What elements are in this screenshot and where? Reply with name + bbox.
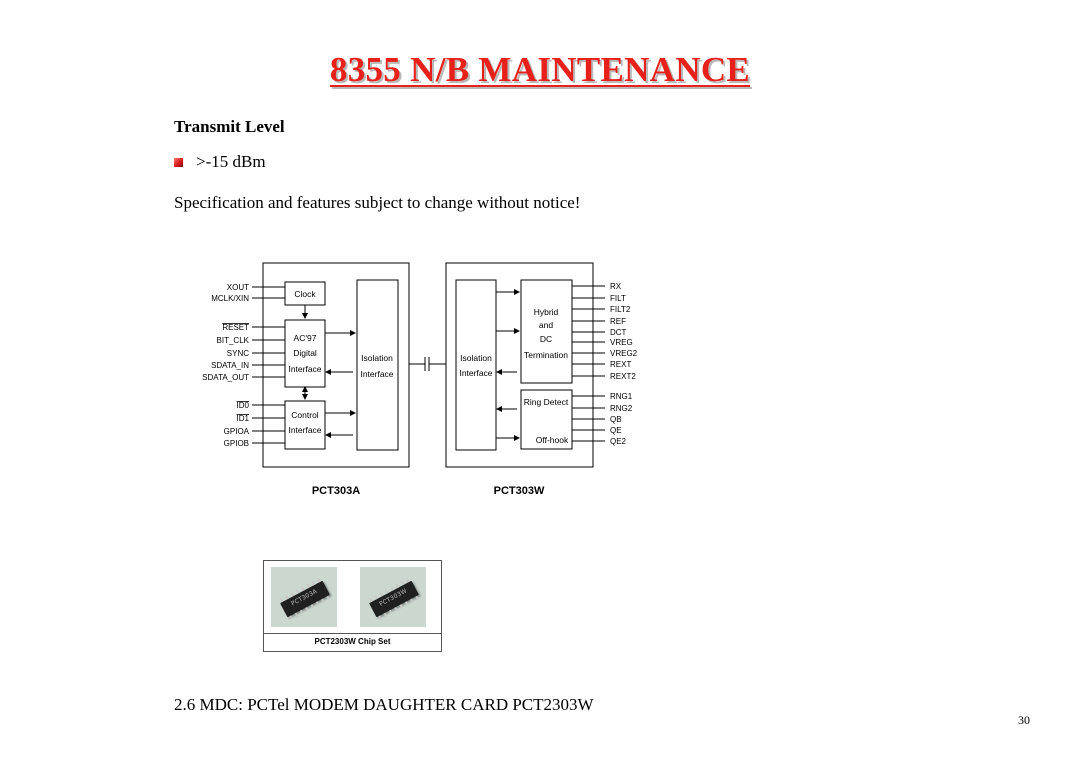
- right-pin-label: REF: [610, 317, 626, 326]
- right-pin-label: QB: [610, 415, 622, 424]
- right-pin-label: FILT2: [610, 305, 631, 314]
- pct303a-chip-marking: PCT303A: [290, 587, 319, 608]
- clock-label: Clock: [294, 289, 316, 299]
- right-pin-label: REXT: [610, 360, 631, 369]
- control-label-line1: Control: [291, 410, 319, 420]
- left-pin-label: SYNC: [227, 349, 249, 358]
- ac97-label-line1: AC'97: [294, 333, 317, 343]
- bullet-text: >-15 dBm: [196, 152, 266, 171]
- bullet-icon: [174, 158, 183, 167]
- hybrid-block: [520, 279, 573, 384]
- right-pin-label: FILT: [610, 294, 626, 303]
- left-pin-label: ID1: [237, 414, 250, 423]
- left-pin-label: GPIOA: [224, 427, 250, 436]
- ac97-label-line3: Interface: [288, 364, 321, 374]
- page-number: 30: [1018, 713, 1030, 727]
- isolation-w-label-line2: Interface: [459, 368, 492, 378]
- ring-detect-label: Ring Detect: [524, 397, 569, 407]
- pct303w-chip-box: [445, 262, 594, 468]
- isolation-a-label-line2: Interface: [360, 369, 393, 379]
- hybrid-label-line4: Termination: [524, 350, 568, 360]
- control-block: [284, 400, 326, 450]
- pct303w-chip-label: PCT303W: [494, 485, 545, 497]
- control-label-line2: Interface: [288, 425, 321, 435]
- right-pin-label: DCT: [610, 328, 627, 337]
- right-pin-label: VREG2: [610, 349, 638, 358]
- isolation-w-label-line1: Isolation: [460, 353, 492, 363]
- page-title: 8355 N/B MAINTENANCE: [329, 50, 751, 89]
- photo-caption: PCT2303W Chip Set: [314, 637, 391, 646]
- right-pin-label: RNG2: [610, 404, 633, 413]
- right-pin-label: QE2: [610, 437, 627, 446]
- notice-text: Specification and features subject to ch…: [174, 193, 581, 212]
- pct303w-chip-image: PCT303W: [360, 567, 426, 627]
- pct303a-chip-image: PCT303A: [271, 567, 337, 627]
- section-title: 2.6 MDC: PCTel MODEM DAUGHTER CARD PCT23…: [174, 695, 594, 714]
- left-pin-label: RESET: [222, 323, 249, 332]
- ac97-label-line2: Digital: [293, 348, 317, 358]
- right-pin-label: VREG: [610, 338, 633, 347]
- off-hook-label: Off-hook: [536, 435, 569, 445]
- left-pin-label: SDATA_IN: [211, 361, 249, 370]
- left-pin-label: ID0: [237, 401, 250, 410]
- left-pin-label: SDATA_OUT: [202, 373, 249, 382]
- hybrid-label-line2: and: [539, 320, 553, 330]
- left-pin-label: XOUT: [227, 283, 249, 292]
- left-pin-label: BIT_CLK: [217, 336, 250, 345]
- right-pin-label: QE: [610, 426, 622, 435]
- right-pin-label: REXT2: [610, 372, 636, 381]
- left-pin-label: MCLK/XIN: [211, 294, 249, 303]
- isolation-w-block: [455, 279, 497, 451]
- photo-divider: [264, 633, 441, 634]
- pct303a-chip-label: PCT303A: [312, 485, 360, 497]
- right-pin-label: RNG1: [610, 392, 633, 401]
- hybrid-label-line1: Hybrid: [534, 307, 559, 317]
- chipset-photo: PCT303A PCT303W PCT2303W Chip Set: [263, 560, 442, 652]
- pct303w-chip-marking: PCT303W: [378, 587, 409, 608]
- section-heading: Transmit Level: [174, 117, 285, 136]
- isolation-a-label-line1: Isolation: [361, 353, 393, 363]
- isolation-a-block: [356, 279, 399, 451]
- right-pin-label: RX: [610, 282, 622, 291]
- hybrid-label-line3: DC: [540, 334, 552, 344]
- left-pin-label: GPIOB: [224, 439, 249, 448]
